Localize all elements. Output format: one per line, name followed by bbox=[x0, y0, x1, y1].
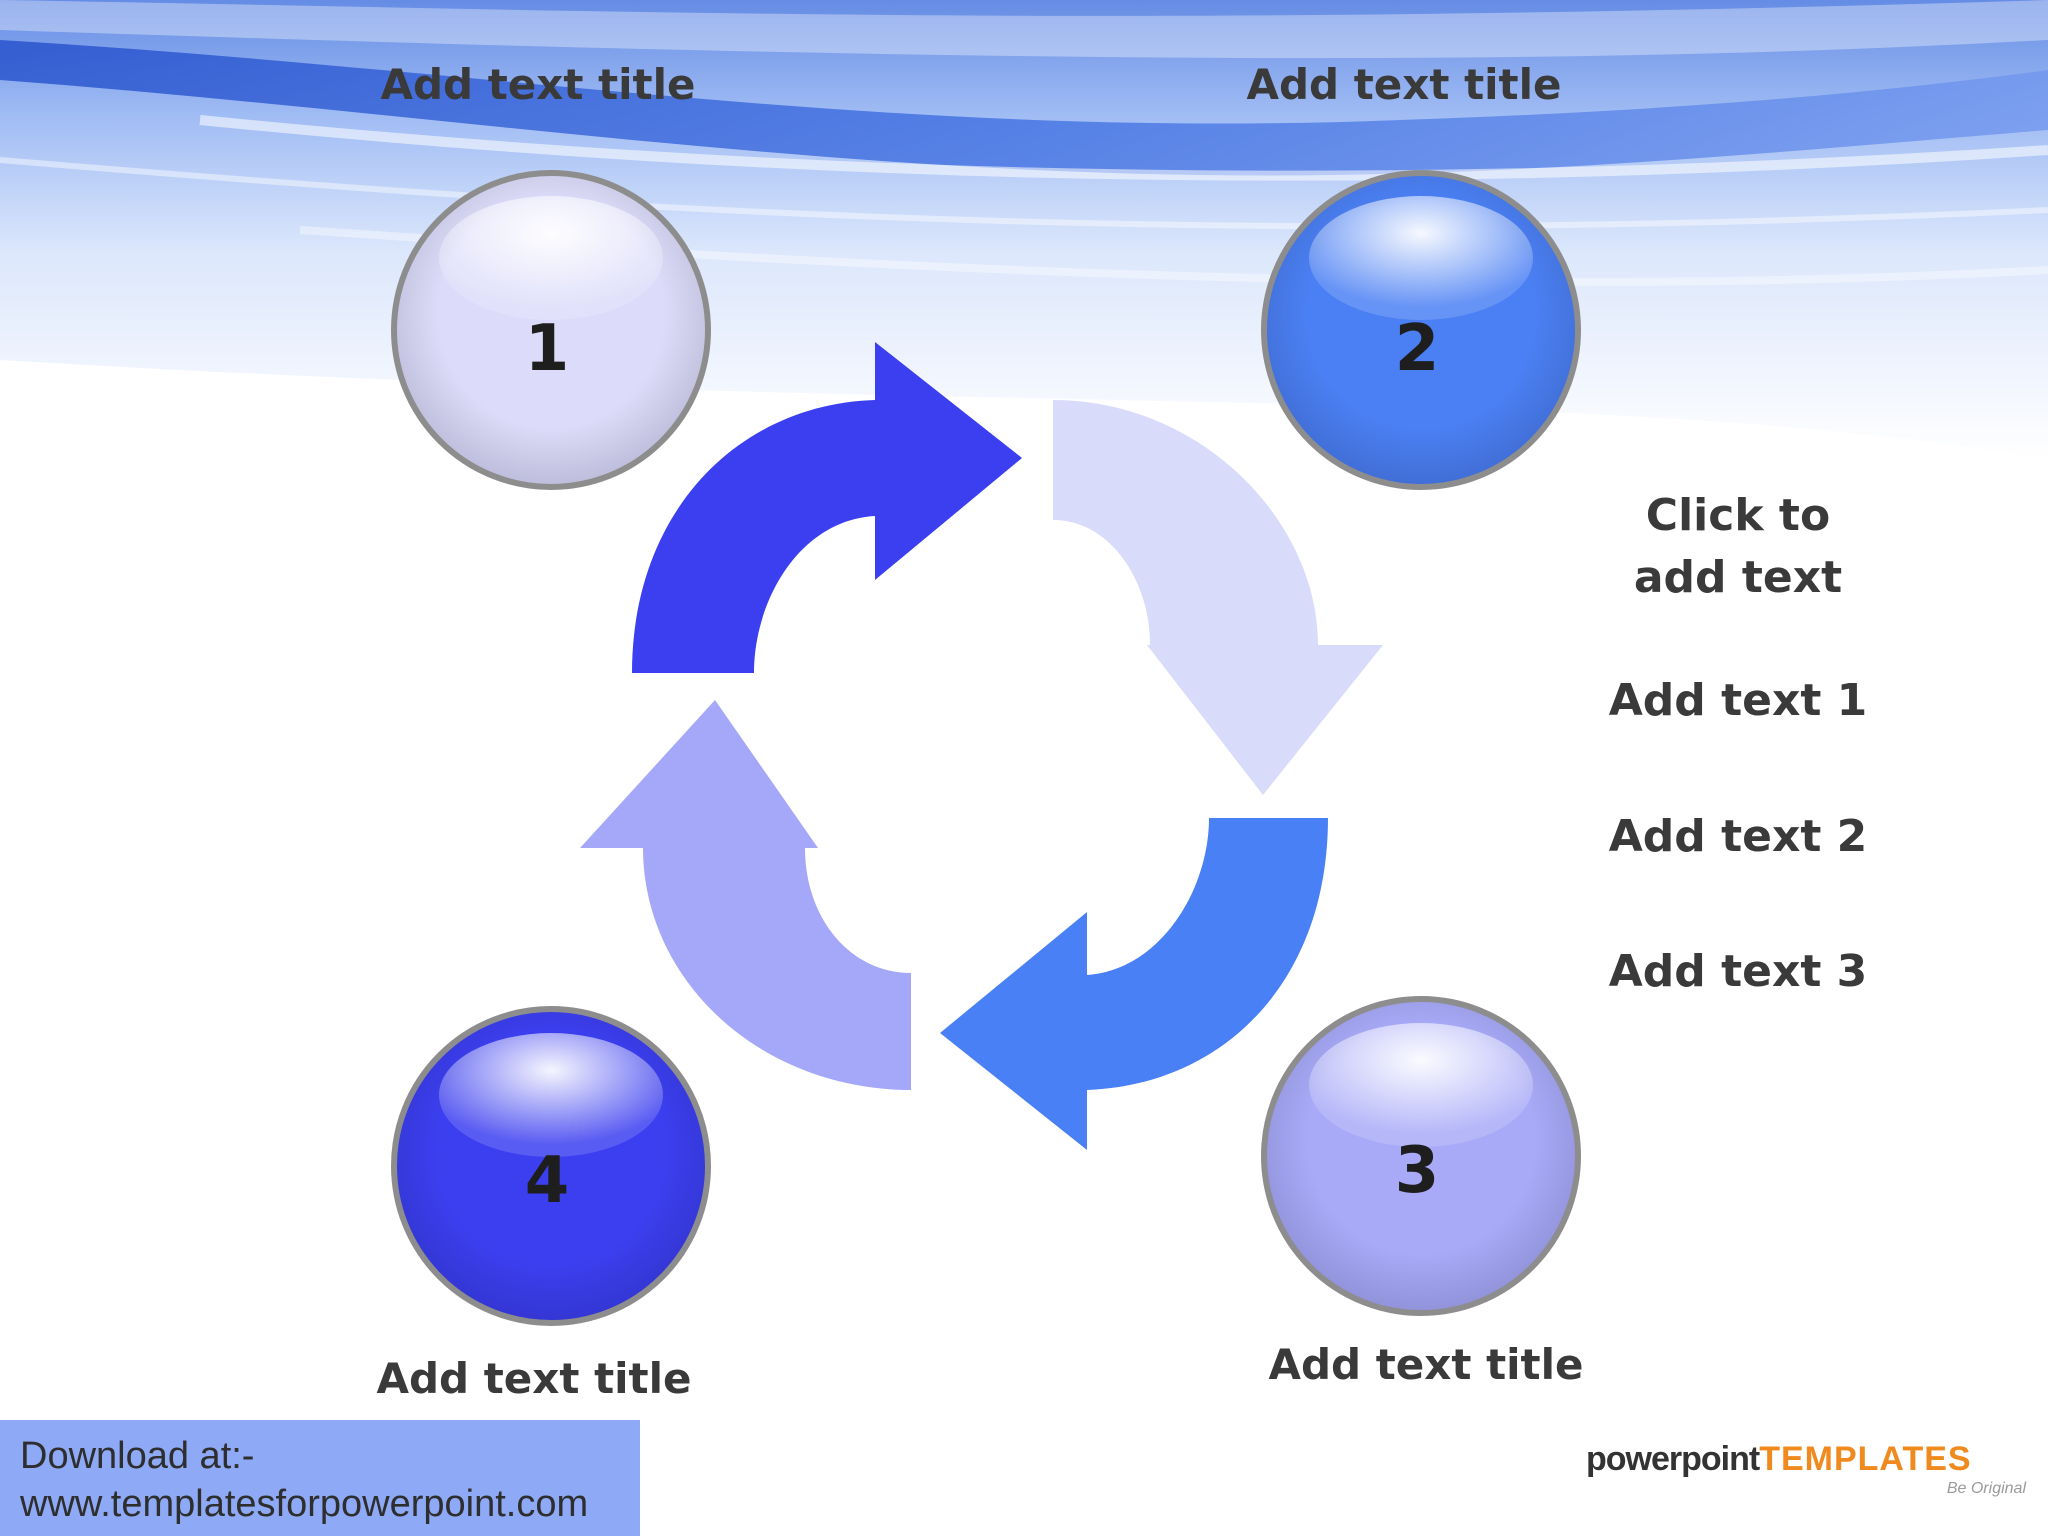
cycle-arrow-top-right bbox=[1053, 400, 1383, 795]
download-label: Download at:- bbox=[20, 1435, 255, 1477]
download-banner[interactable]: Download at:- www.templatesforpowerpoint… bbox=[0, 1420, 640, 1536]
logo-tagline: Be Original bbox=[1946, 1480, 2026, 1497]
title-bottom-right: Add text title bbox=[1268, 1340, 1584, 1389]
title-top-right: Add text title bbox=[1246, 60, 1562, 109]
cycle-arrow-bottom-left bbox=[580, 700, 911, 1090]
logo-part-2: TEMPLATES bbox=[1759, 1440, 1972, 1478]
step-number-4: 4 bbox=[525, 1144, 570, 1218]
step-circle-3 bbox=[1261, 996, 1581, 1316]
step-circle-1 bbox=[391, 170, 711, 490]
side-item-2: Add text 2 bbox=[1608, 811, 1868, 862]
logo-part-1: powerpoint bbox=[1586, 1440, 1760, 1478]
step-number-2: 2 bbox=[1395, 312, 1440, 386]
title-top-left: Add text title bbox=[380, 60, 696, 109]
cycle-arrow-top-left bbox=[632, 342, 1022, 673]
click-line-1: Click to bbox=[1645, 490, 1831, 541]
brand-logo: powerpointTEMPLATES Be Original bbox=[1586, 1440, 2026, 1510]
title-bottom-left: Add text title bbox=[376, 1354, 692, 1403]
click-line-2: add text bbox=[1633, 552, 1843, 603]
side-item-1: Add text 1 bbox=[1608, 675, 1868, 726]
download-url[interactable]: www.templatesforpowerpoint.com bbox=[20, 1483, 589, 1525]
step-circle-2 bbox=[1261, 170, 1581, 490]
cycle-arrow-bottom-right bbox=[940, 818, 1328, 1150]
side-item-3: Add text 3 bbox=[1608, 946, 1868, 997]
header-background bbox=[0, 0, 2048, 460]
step-circle-4 bbox=[391, 1006, 711, 1326]
click-to-add-text[interactable]: Click to add text bbox=[1538, 485, 1938, 609]
step-number-1: 1 bbox=[525, 312, 570, 386]
step-number-3: 3 bbox=[1395, 1134, 1440, 1208]
